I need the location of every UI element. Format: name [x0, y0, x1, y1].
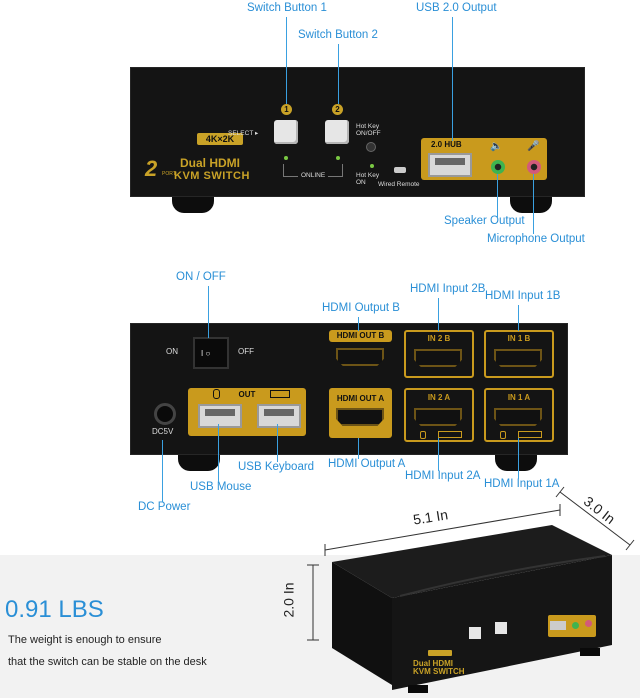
hotkey-button[interactable] — [366, 142, 376, 152]
hdmi-out-b-label: HDMI OUT B — [329, 330, 392, 342]
speaker-jack[interactable] — [491, 160, 505, 174]
in-1b-box: IN 1 B — [484, 330, 554, 378]
mini-mic-jack — [585, 620, 592, 627]
mouse-icon — [213, 389, 220, 399]
button-2-number: 2 — [332, 104, 343, 115]
remote-port[interactable] — [394, 167, 406, 173]
mini-badge — [428, 650, 452, 656]
online-led-2 — [336, 156, 340, 160]
off-label: OFF — [238, 347, 254, 356]
speaker-output-callout: Speaker Output — [444, 215, 525, 227]
in-2b-port[interactable] — [414, 349, 462, 367]
mini-brand: Dual HDMI KVM SWITCH — [413, 659, 465, 676]
microphone-output-callout: Microphone Output — [487, 233, 585, 245]
on-label: ON — [166, 347, 178, 356]
hdmi-input-2b-callout: HDMI Input 2B — [410, 283, 486, 295]
brand-line1: Dual HDMI — [180, 156, 240, 170]
in-2b-box: IN 2 B — [404, 330, 474, 378]
weight-description-line1: The weight is enough to ensure — [8, 634, 162, 646]
hdmi-output-b-callout: HDMI Output B — [322, 302, 400, 314]
usb-output-port[interactable] — [428, 153, 472, 177]
wired-remote-label: Wired Remote — [378, 181, 420, 188]
hdmi-input-1a-callout: HDMI Input 1A — [484, 478, 560, 490]
in-2a-keyboard-icon — [438, 431, 462, 438]
online-label: ONLINE — [298, 172, 329, 179]
power-rocker-switch[interactable]: I ○ — [193, 337, 229, 369]
weight-value: 0.91 LBS — [5, 596, 104, 623]
dc5v-label: DC5V — [152, 427, 174, 436]
switch-button-2-callout: Switch Button 2 — [298, 29, 378, 41]
microphone-icon: 🎤 — [527, 141, 540, 152]
usb-output-callout: USB 2.0 Output — [416, 2, 497, 14]
dc-power-callout: DC Power — [138, 501, 191, 513]
hotkey-onoff-label: Hot Key ON/OFF — [356, 123, 381, 137]
in-1a-port[interactable] — [494, 408, 542, 426]
hdmi-out-a-port[interactable] — [336, 408, 384, 426]
dc-power-port[interactable] — [154, 403, 176, 425]
hdmi-out-b-port[interactable] — [336, 348, 384, 366]
switch-button-1-callout: Switch Button 1 — [247, 2, 327, 14]
usb-keyboard-port[interactable] — [257, 404, 301, 428]
usb-keyboard-callout: USB Keyboard — [238, 461, 315, 473]
usb-mouse-callout: USB Mouse — [190, 481, 252, 493]
button-1-number: 1 — [281, 104, 292, 115]
hotkey-led — [370, 164, 374, 168]
hdmi-input-1b-callout: HDMI Input 1B — [485, 290, 561, 302]
select-button-1[interactable] — [274, 120, 298, 144]
speaker-icon: 🔈 — [490, 141, 503, 152]
select-label: SELECT ▸ — [228, 130, 259, 137]
on-off-callout: ON / OFF — [176, 271, 226, 283]
in-1a-mouse-icon — [500, 431, 506, 439]
in-1a-box: IN 1 A — [484, 388, 554, 442]
in-2a-port[interactable] — [414, 408, 462, 426]
in-2a-box: IN 2 A — [404, 388, 474, 442]
hdmi-output-a-callout: HDMI Output A — [328, 458, 406, 470]
hdmi-input-2a-callout: HDMI Input 2A — [405, 470, 481, 482]
keyboard-icon — [270, 390, 290, 398]
online-led-1 — [284, 156, 288, 160]
weight-description-line2: that the switch can be stable on the des… — [8, 656, 207, 668]
mini-speaker-jack — [572, 622, 579, 629]
mini-button-1 — [469, 627, 481, 639]
resolution-badge: 4K×2K — [197, 133, 243, 145]
in-2a-mouse-icon — [420, 431, 426, 439]
port-word: PORT — [162, 171, 176, 177]
mini-usb-port — [550, 621, 566, 630]
microphone-jack[interactable] — [527, 160, 541, 174]
in-1a-keyboard-icon — [518, 431, 542, 438]
usb-mouse-port[interactable] — [198, 404, 242, 428]
mini-button-2 — [495, 622, 507, 634]
brand-line2: KVM SWITCH — [174, 170, 250, 182]
hotkey-on-label: Hot Key ON — [356, 172, 380, 186]
port-count: 2 — [145, 156, 158, 181]
select-button-2[interactable] — [325, 120, 349, 144]
in-1b-port[interactable] — [494, 349, 542, 367]
